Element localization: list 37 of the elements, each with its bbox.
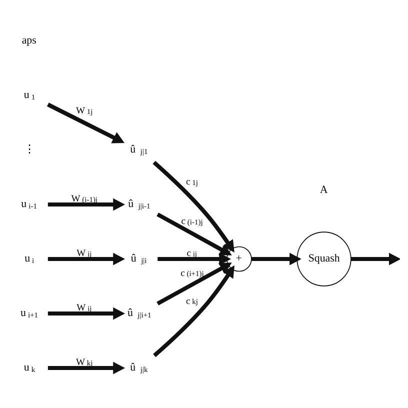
edge-label: Wij xyxy=(76,303,92,314)
arrow xyxy=(48,252,126,265)
node-text: û j|i-1 xyxy=(128,198,150,210)
arrow xyxy=(153,264,235,357)
node-circle: + xyxy=(226,246,252,272)
edge-label: W1j xyxy=(76,106,93,116)
arrow xyxy=(156,212,232,255)
label: A xyxy=(320,183,328,196)
edge-label: c(i+1)j xyxy=(180,268,204,278)
arrow xyxy=(152,160,234,252)
node-text: û j|1 xyxy=(130,143,148,156)
node-text: ui-1 xyxy=(21,198,37,210)
arrow xyxy=(156,262,232,305)
arrow xyxy=(158,252,232,265)
edge-label: Wkj xyxy=(76,358,93,368)
node-text: û j|k xyxy=(130,361,148,374)
node-text: ui xyxy=(24,252,34,264)
arrow xyxy=(251,252,302,265)
label: ⋮ xyxy=(24,143,35,156)
edge-label: c(i-1)j xyxy=(181,216,203,227)
arrow xyxy=(48,306,126,320)
edge-label: W(i-1)j xyxy=(71,194,98,204)
edge-label: c1j xyxy=(186,177,198,188)
node-text: u1 xyxy=(24,88,36,101)
node-circle: Squash xyxy=(296,231,352,286)
arrow xyxy=(48,198,126,210)
edge-label: Wij xyxy=(76,248,92,259)
node-text: ui+1 xyxy=(20,306,38,319)
arrow xyxy=(47,102,125,143)
label: aps xyxy=(22,34,36,46)
node-text: û j|i xyxy=(130,252,147,264)
arrow xyxy=(351,252,400,265)
arrow xyxy=(48,361,126,374)
edge-label: ckj xyxy=(186,296,198,306)
node-text: uk xyxy=(24,361,36,374)
edge-label: cij xyxy=(186,248,198,259)
node-text: û j|i+1 xyxy=(127,306,152,319)
